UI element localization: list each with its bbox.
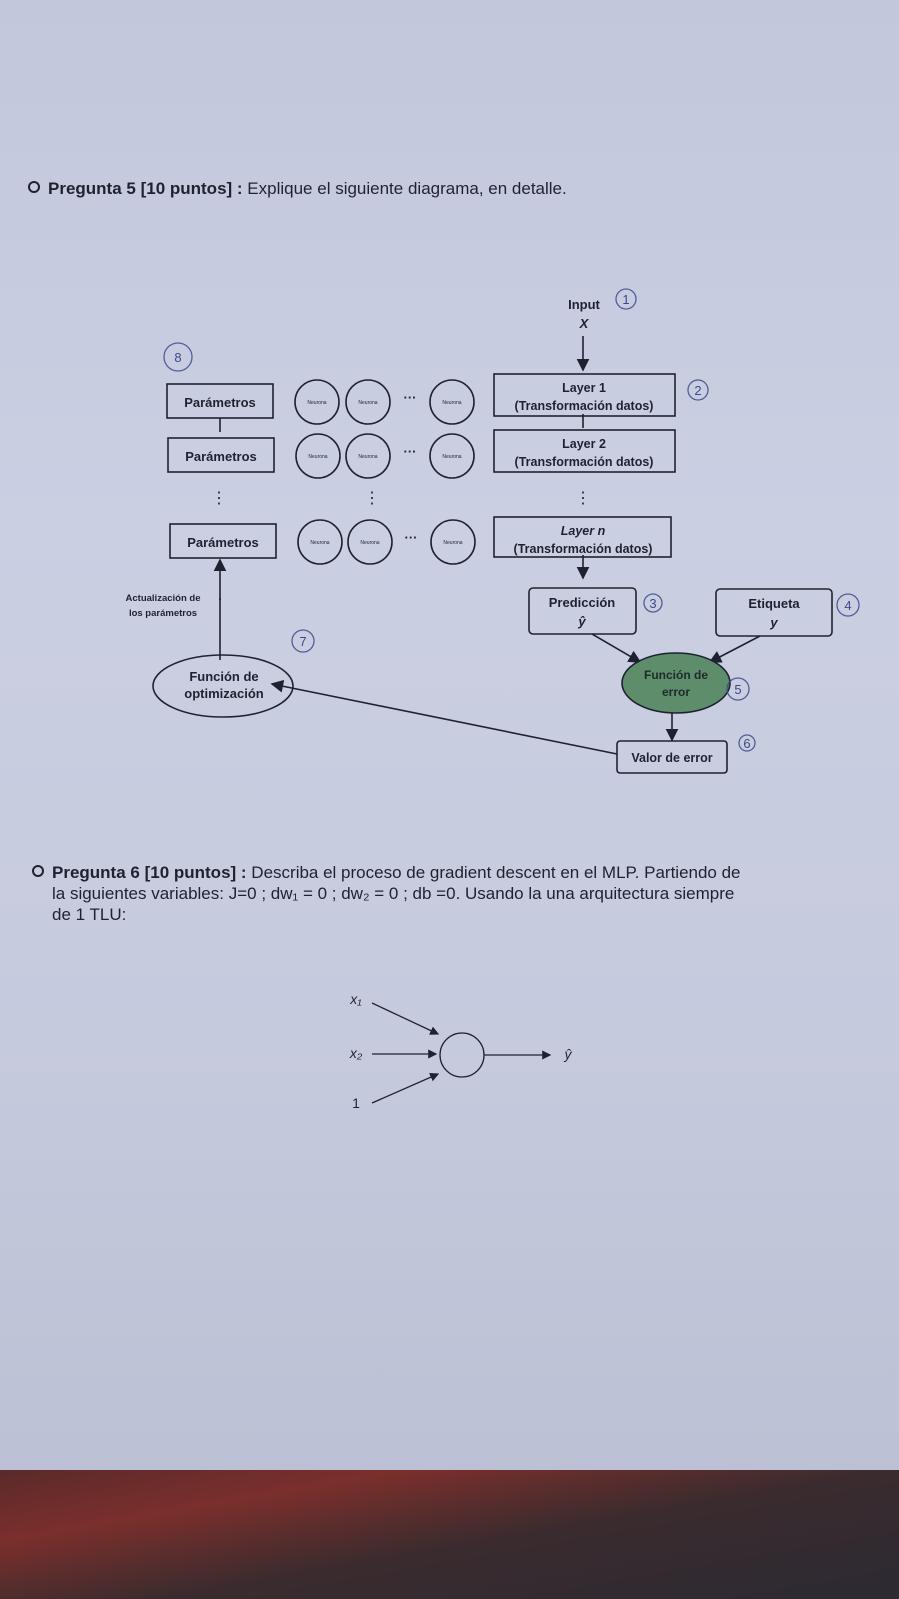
input-label: Input bbox=[568, 297, 600, 312]
layer-2-title: Layer 2 bbox=[562, 437, 606, 451]
neuron-ellipsis: ··· bbox=[404, 444, 417, 459]
question-6-text-1: Describa el proceso de gradient descent … bbox=[246, 863, 741, 882]
layer-n-box bbox=[493, 516, 672, 558]
input-variable: X bbox=[579, 316, 590, 331]
update-label-line2: los parámetros bbox=[129, 608, 197, 619]
vertical-dots: ⋮ bbox=[211, 490, 227, 507]
tlu-output: ŷ bbox=[564, 1046, 573, 1062]
loss-function-node bbox=[621, 652, 731, 714]
layer-2-subtitle: (Transformación datos) bbox=[515, 455, 654, 469]
neuron-label: Neurona bbox=[307, 400, 326, 406]
annotation-8: 8 bbox=[174, 350, 181, 365]
neuron-ellipsis: ··· bbox=[404, 390, 417, 405]
tlu-diagram: x₁ x₂ ŷ 1 bbox=[349, 991, 573, 1111]
layer-1-subtitle: (Transformación datos) bbox=[515, 399, 654, 413]
question-6-text-3: de 1 TLU: bbox=[52, 905, 127, 924]
question-5-text: Explique el siguiente diagrama, en detal… bbox=[242, 179, 567, 198]
vertical-dots: ⋮ bbox=[364, 490, 380, 507]
layer-n-title: Layer n bbox=[561, 524, 606, 538]
neuron-label: Neurona bbox=[442, 454, 461, 460]
loss-value-label: Valor de error bbox=[631, 751, 712, 765]
parameters-label-n: Parámetros bbox=[187, 535, 259, 550]
label-symbol: y bbox=[769, 615, 778, 630]
neuron-label: Neurona bbox=[358, 400, 377, 406]
parameters-box-2 bbox=[167, 437, 275, 473]
vertical-dots: ⋮ bbox=[575, 490, 591, 507]
neuron-label: Neurona bbox=[443, 540, 462, 546]
optimizer-line2: optimización bbox=[184, 686, 264, 701]
label-title: Etiqueta bbox=[748, 596, 800, 611]
annotation-1: 1 bbox=[622, 292, 629, 307]
question-6: Pregunta 6 [10 puntos] : Describa el pro… bbox=[32, 862, 862, 925]
question-6-text-2: la siguientes variables: J=0 ; dw₁ = 0 ;… bbox=[52, 884, 735, 903]
loss-value-box bbox=[616, 740, 728, 774]
annotation-5: 5 bbox=[734, 682, 741, 697]
annotation-6: 6 bbox=[743, 736, 750, 751]
annotation-3: 3 bbox=[649, 596, 656, 611]
layer-1-box bbox=[493, 373, 676, 417]
label-box bbox=[715, 588, 833, 637]
tlu-input-x1: x₁ bbox=[349, 991, 362, 1007]
tlu-bias: 1 bbox=[352, 1095, 360, 1111]
parameters-box-1 bbox=[166, 383, 274, 419]
background-floor bbox=[0, 1470, 899, 1599]
parameters-label-2: Parámetros bbox=[185, 449, 257, 464]
loss-function-line2: error bbox=[662, 685, 690, 699]
bullet-icon bbox=[28, 181, 40, 193]
tlu-input-x2: x₂ bbox=[349, 1045, 363, 1061]
neuron-label: Neurona bbox=[308, 454, 327, 460]
neural-network-diagram: Input X Parámetros Parámetros Parámetros… bbox=[126, 288, 860, 774]
neuron-label: Neurona bbox=[310, 540, 329, 546]
layer-n-subtitle: (Transformación datos) bbox=[514, 542, 653, 556]
prediction-box bbox=[528, 587, 637, 635]
neuron-label: Neurona bbox=[442, 400, 461, 406]
question-5-title: Pregunta 5 [10 puntos] : bbox=[48, 179, 243, 198]
bullet-icon bbox=[32, 865, 44, 877]
exam-sheet bbox=[0, 0, 899, 1490]
annotation-4: 4 bbox=[844, 598, 851, 613]
neuron-ellipsis: ··· bbox=[405, 530, 418, 545]
optimizer-node bbox=[152, 654, 294, 718]
annotation-2: 2 bbox=[694, 383, 701, 398]
layer-2-box bbox=[493, 429, 676, 473]
neuron-label: Neurona bbox=[358, 454, 377, 460]
parameters-label-1: Parámetros bbox=[184, 395, 256, 410]
prediction-symbol: ŷ bbox=[577, 614, 586, 629]
optimizer-line1: Función de bbox=[189, 669, 258, 684]
update-label-line1: Actualización de bbox=[126, 593, 201, 604]
question-5: Pregunta 5 [10 puntos] : Explique el sig… bbox=[28, 178, 848, 199]
neuron-label: Neurona bbox=[360, 540, 379, 546]
tlu-neuron bbox=[439, 1032, 485, 1078]
loss-function-line1: Función de bbox=[644, 668, 708, 682]
question-6-title: Pregunta 6 [10 puntos] : bbox=[52, 863, 247, 882]
parameters-box-n bbox=[169, 523, 277, 559]
layer-1-title: Layer 1 bbox=[562, 381, 606, 395]
annotation-7: 7 bbox=[299, 634, 306, 649]
prediction-title: Predicción bbox=[549, 595, 616, 610]
